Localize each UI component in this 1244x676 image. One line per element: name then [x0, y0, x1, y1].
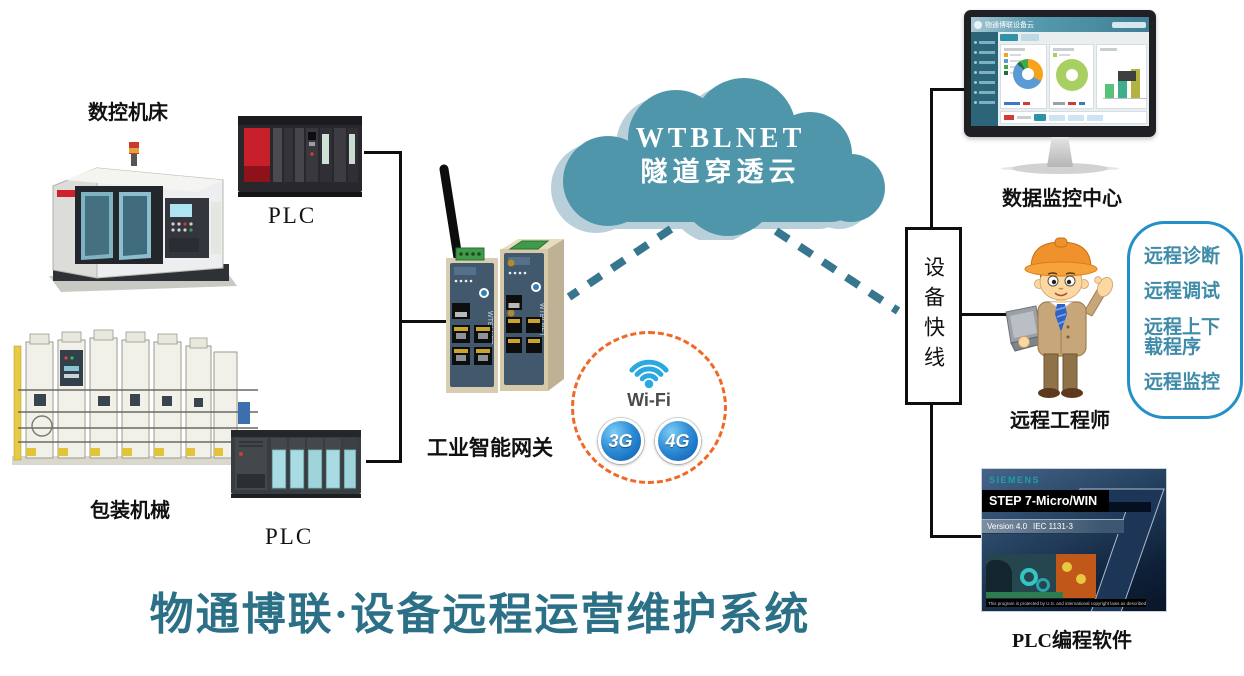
- service-item-debug: 远程调试: [1144, 281, 1221, 303]
- device-express-box: 设备快线: [905, 227, 962, 405]
- wire-plc-top-to-trunk: [364, 151, 402, 154]
- cloud-shape: WTBLNET 隧道穿透云: [548, 78, 893, 240]
- cnc-machine-label: 数控机床: [88, 102, 168, 124]
- monitoring-center-label: 数据监控中心: [1002, 188, 1122, 210]
- online-donut-chart: [1055, 59, 1088, 91]
- wifi-label: Wi-Fi: [627, 390, 671, 410]
- traffic-bar-chart: [1105, 62, 1141, 98]
- portal-search-input: [1112, 21, 1146, 28]
- wifi-icon: [629, 359, 669, 389]
- portal-logo-icon: [974, 20, 982, 29]
- wire-trunk-to-gateway: [399, 320, 452, 323]
- step7-copyright-text: This program is protected by U.S. and in…: [988, 600, 1146, 606]
- bar-chart-tooltip: [1118, 71, 1136, 81]
- portal-title: 物通博联设备云: [985, 21, 1034, 29]
- step7-bar-extension: [1109, 502, 1151, 512]
- dashboard-donut-panel-2: [1049, 44, 1095, 109]
- step7-standard: IEC 1131-3: [1033, 522, 1073, 531]
- engineer-illustration: [1000, 230, 1126, 404]
- cloud-name-en: WTBLNET: [635, 123, 806, 154]
- dashboard-donut-panel-1: [1000, 44, 1048, 109]
- wire-express-down: [930, 404, 933, 538]
- cnc-machine-illustration: [35, 128, 240, 296]
- device-express-label: 设备快线: [921, 256, 946, 376]
- engineer-label: 远程工程师: [1010, 410, 1110, 432]
- wire-to-software: [930, 535, 982, 538]
- wire-to-engineer: [961, 313, 1010, 316]
- dashboard-footer-filters: [1000, 111, 1147, 124]
- service-item-diagnosis: 远程诊断: [1144, 246, 1221, 268]
- step7-version: Version 4.0: [987, 522, 1028, 531]
- badge-3g: 3G: [597, 418, 644, 464]
- wire-express-up: [930, 88, 933, 228]
- wire-plc-bottom-to-trunk: [366, 460, 402, 463]
- cloud-name-cn: 隧道穿透云: [640, 157, 801, 188]
- step7-version-bar: Version 4.0 IEC 1131-3: [982, 519, 1124, 534]
- gateway-illustration: WTBLNET WTBLNET: [436, 163, 568, 408]
- status-donut-chart: [1013, 59, 1044, 89]
- plc-rack-bottom-illustration: [229, 422, 366, 506]
- cloud-title: WTBLNET 隧道穿透云: [548, 122, 893, 189]
- dashboard-header: 物通博联设备云: [971, 17, 1149, 32]
- plc-software-splash: SIEMENS STEP 7-Micro/WIN Version 4.0 IEC…: [981, 468, 1167, 612]
- monitor-base: [1012, 163, 1108, 174]
- service-item-upload-download: 远程上下载程序: [1144, 316, 1221, 358]
- plc-bottom-label: PLC: [265, 524, 314, 549]
- dashboard-bar-panel: [1096, 44, 1148, 109]
- siemens-brand: SIEMENS: [989, 475, 1041, 485]
- page-title: 物通博联·设备远程运营维护系统: [149, 590, 811, 639]
- step7-photo-collage: [986, 554, 1096, 598]
- monitor-bezel: 物通博联设备云: [964, 10, 1156, 137]
- dashboard-toolbar: [1000, 34, 1147, 42]
- monitor-stand: [1047, 137, 1073, 167]
- wireless-options-circle: Wi-Fi 3G 4G: [571, 331, 727, 484]
- gateway-label: 工业智能网关: [427, 436, 553, 460]
- plc-top-label: PLC: [268, 203, 317, 228]
- remote-services-box: 远程诊断 远程调试 远程上下载程序 远程监控: [1127, 221, 1243, 419]
- plc-software-label: PLC编程软件: [1012, 630, 1132, 652]
- service-item-monitoring: 远程监控: [1144, 371, 1221, 393]
- step7-copyright-strip: This program is protected by U.S. and in…: [986, 599, 1146, 607]
- plc-rack-top-illustration: [236, 110, 366, 202]
- dashboard-sidebar: [971, 32, 998, 126]
- step7-product-bar: STEP 7-Micro/WIN: [982, 490, 1109, 512]
- badge-4g: 4G: [654, 418, 701, 464]
- wire-trunk-vertical: [399, 151, 402, 463]
- monitoring-center-monitor: 物通博联设备云: [962, 8, 1158, 182]
- packaging-machine-illustration: [8, 316, 270, 478]
- dashboard-screen: 物通博联设备云: [971, 17, 1149, 126]
- step7-product-name: STEP 7-Micro/WIN: [989, 494, 1098, 508]
- wire-to-monitor: [930, 88, 968, 91]
- packaging-machine-label: 包装机械: [90, 500, 170, 522]
